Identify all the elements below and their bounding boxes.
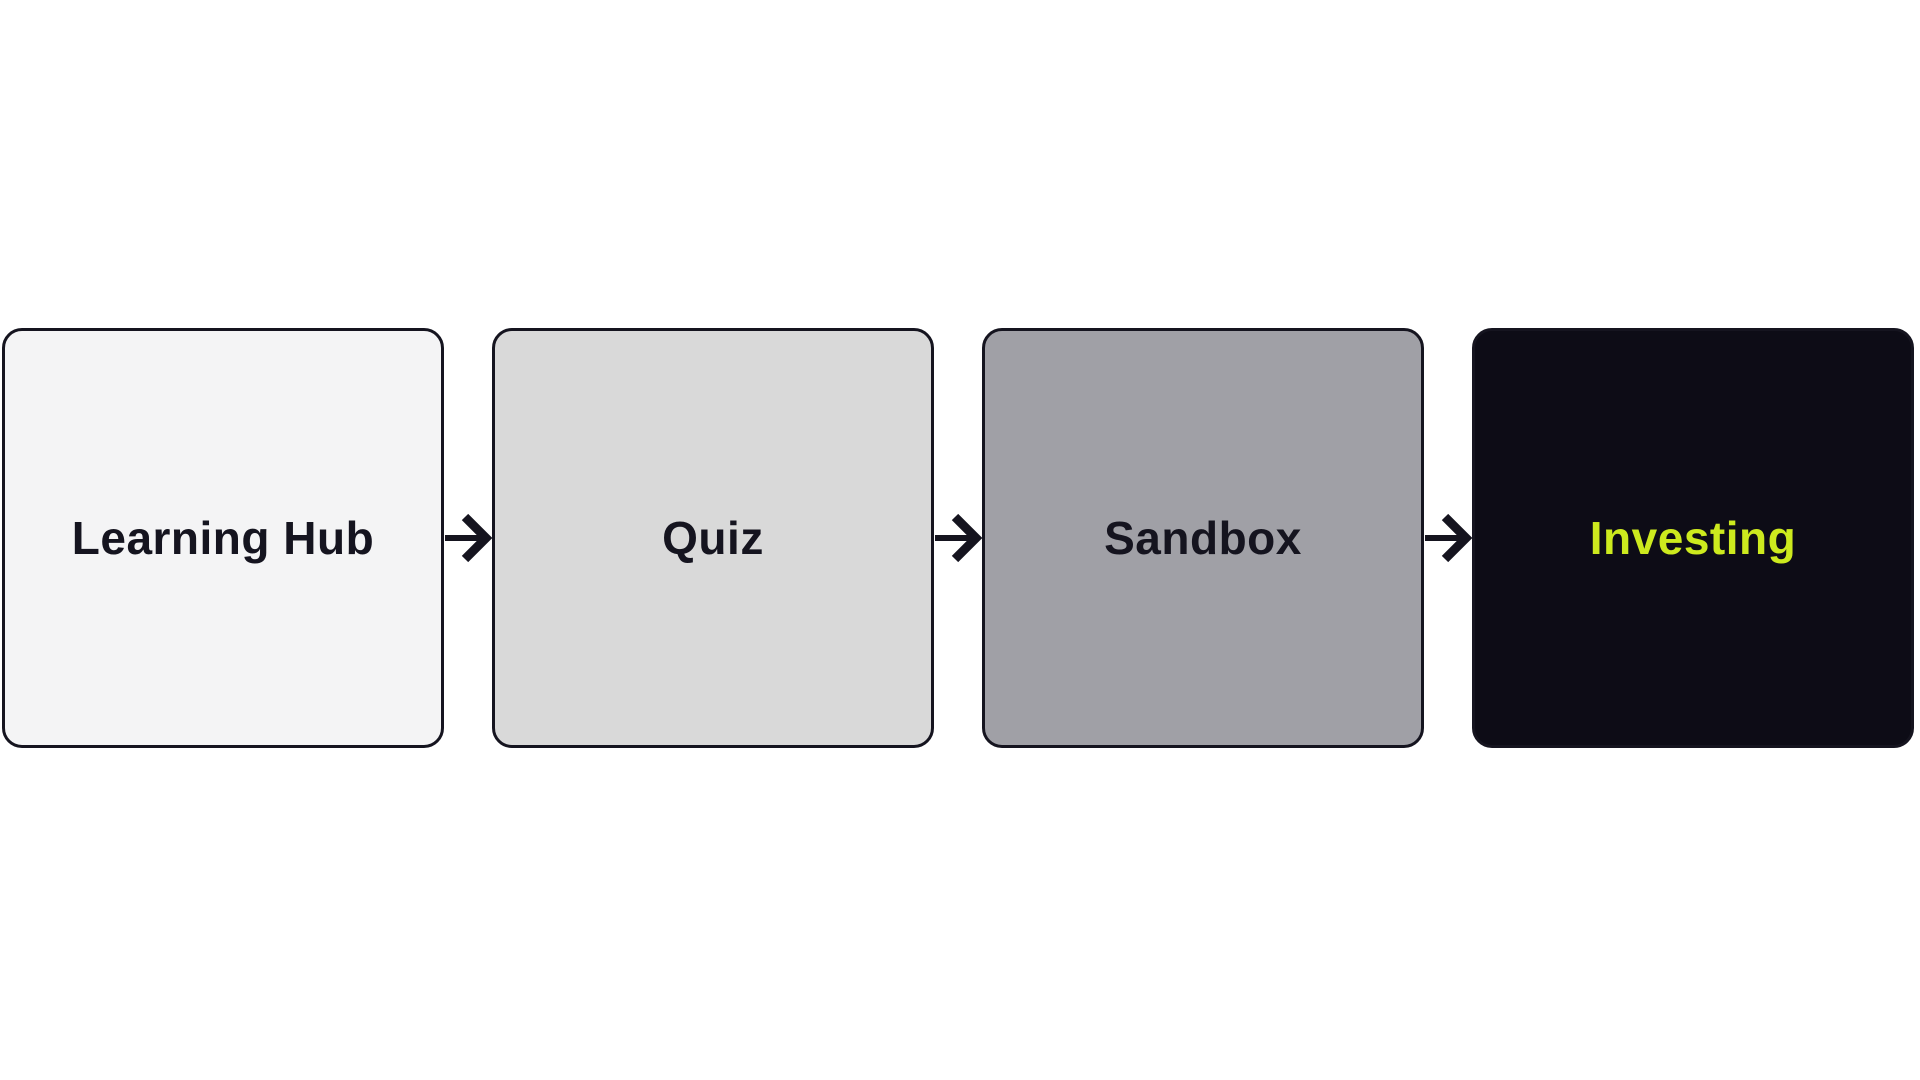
flow-step-label: Sandbox	[1104, 512, 1302, 564]
arrow-right-icon	[445, 513, 492, 563]
flow-step-learning-hub[interactable]: Learning Hub	[2, 328, 444, 748]
flow-step-quiz[interactable]: Quiz	[492, 328, 934, 748]
flow-step-investing[interactable]: Investing	[1472, 328, 1914, 748]
flow-step-label: Quiz	[662, 512, 764, 564]
arrow-cell	[444, 510, 492, 566]
arrow-cell	[1424, 510, 1472, 566]
flow-step-sandbox[interactable]: Sandbox	[982, 328, 1424, 748]
arrow-right-icon	[935, 513, 982, 563]
arrow-cell	[934, 510, 982, 566]
arrow-right-icon	[1425, 513, 1472, 563]
flow-step-label: Learning Hub	[71, 512, 375, 564]
flow-step-label: Investing	[1589, 512, 1797, 564]
flowchart: Learning Hub Quiz Sandbox Investing	[2, 328, 1914, 748]
